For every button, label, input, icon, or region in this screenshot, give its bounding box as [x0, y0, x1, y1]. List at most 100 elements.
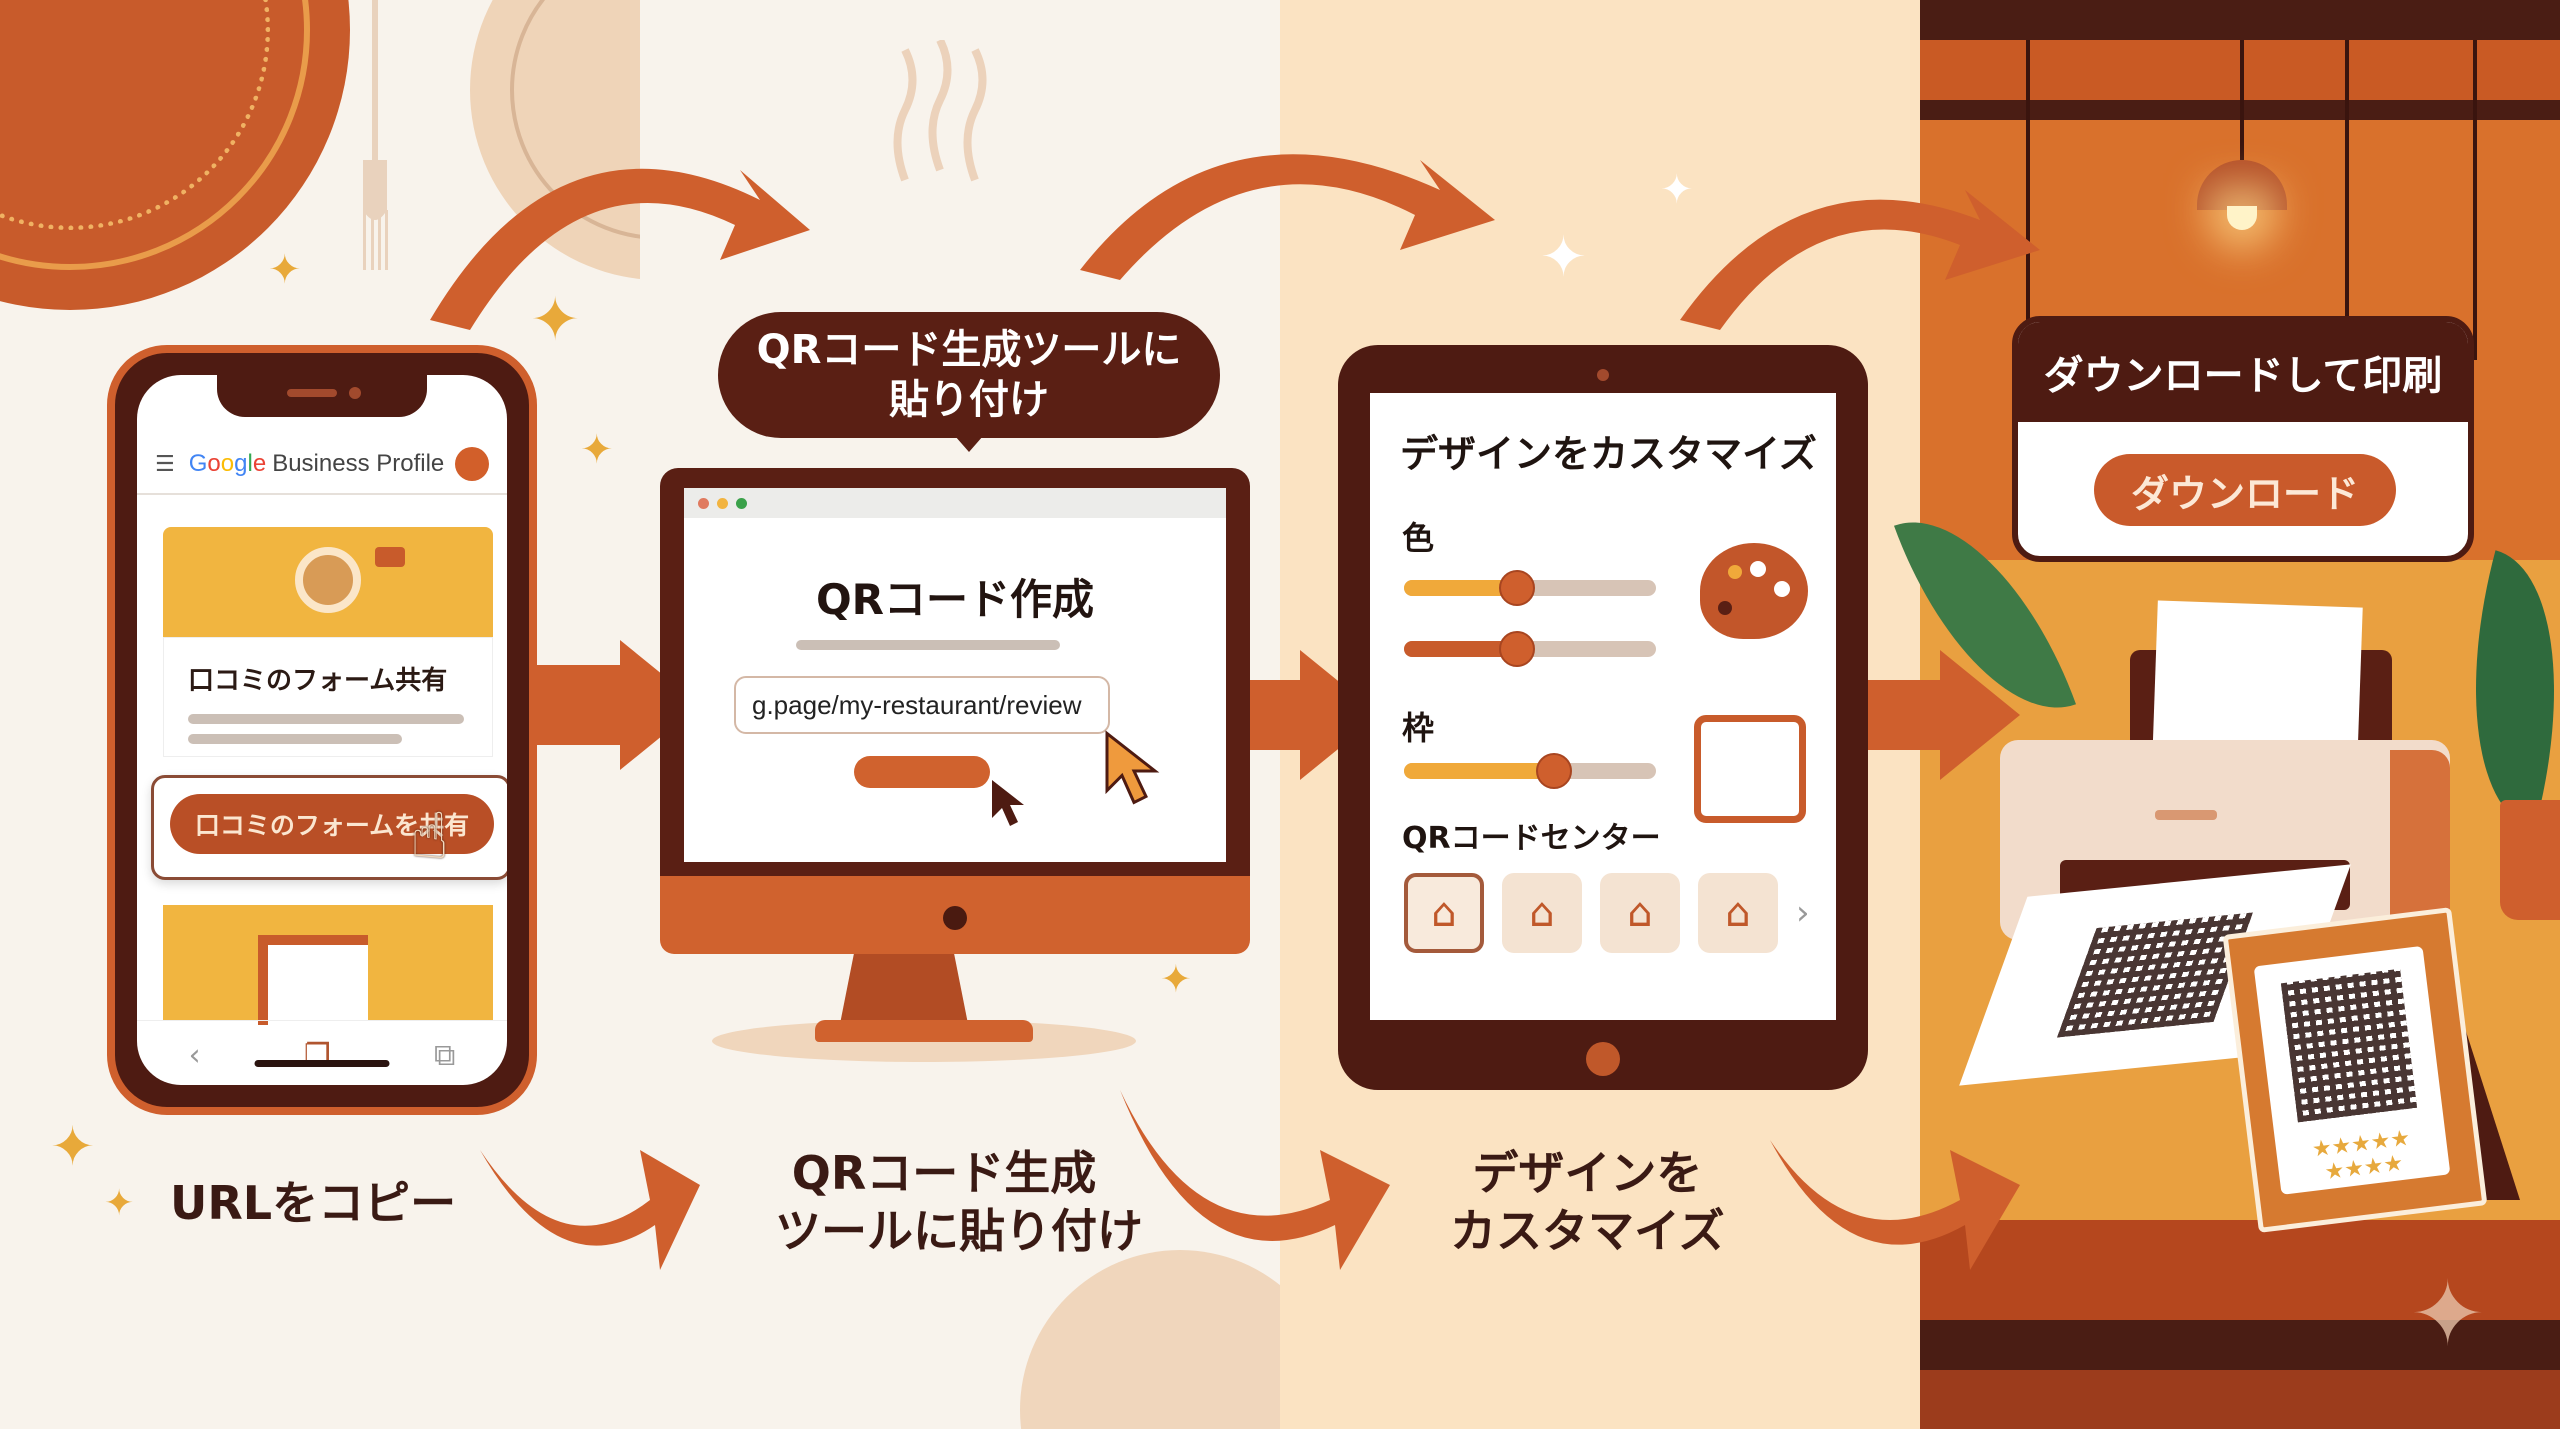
placeholder-line	[188, 714, 464, 724]
step3-label-line2: カスタマイズ	[1450, 1203, 1725, 1258]
tablet-device: デザインをカスタマイズ 色 枠 QRコードセンター ⌂ ⌂ ⌂ ⌂ ›	[1338, 345, 1868, 1090]
bubble-line2: 貼り付け	[889, 377, 1049, 423]
bubble-line1: QRコード生成ツールに	[756, 327, 1182, 373]
lamp-cord	[2026, 40, 2030, 360]
printer-indicator	[2155, 810, 2217, 820]
monitor-chin	[660, 876, 1250, 954]
slider-thumb[interactable]	[1536, 753, 1572, 789]
sparkle-icon: ✦	[530, 285, 581, 355]
card-title: 口コミのフォーム共有	[188, 666, 448, 696]
browser-window: QRコード作成 g.page/my-restaurant/review	[684, 488, 1226, 862]
windows-icon[interactable]: ⧉	[433, 1038, 456, 1073]
google-logo: Google	[188, 450, 267, 477]
customize-title: デザインをカスタマイズ	[1400, 432, 1817, 476]
placeholder-line	[796, 640, 1060, 650]
store-icon-1[interactable]: ⌂	[1404, 873, 1484, 953]
review-card: 口コミのフォーム共有	[163, 637, 493, 757]
qr-create-title: QRコード作成	[815, 575, 1095, 624]
download-button[interactable]: ダウンロード	[2094, 454, 2396, 526]
sparkle-icon: ✦	[50, 1115, 96, 1178]
tablet-screen: デザインをカスタマイズ 色 枠 QRコードセンター ⌂ ⌂ ⌂ ⌂ ›	[1370, 393, 1836, 1020]
curved-arrow-icon	[1680, 190, 2040, 330]
download-print-title: ダウンロードして印刷	[2018, 322, 2468, 422]
frame-preview	[1694, 715, 1806, 823]
curved-arrow-icon	[430, 168, 810, 330]
store-icon-4[interactable]: ⌂	[1698, 873, 1778, 953]
color-slider-1[interactable]	[1404, 570, 1656, 606]
step3-label: デザインを カスタマイズ	[1450, 1145, 1725, 1260]
monitor-logo-dot	[943, 906, 967, 930]
document-icon	[258, 935, 368, 1025]
center-icon-list: ⌂ ⌂ ⌂ ⌂ ›	[1404, 873, 1810, 953]
color-slider-2[interactable]	[1404, 631, 1656, 667]
plant-pot	[2500, 800, 2560, 920]
close-window-icon[interactable]	[698, 497, 709, 509]
step1-label: URLをコピー	[170, 1176, 457, 1230]
sparkle-icon: ✦	[1660, 167, 1694, 213]
maximize-window-icon[interactable]	[736, 497, 747, 509]
user-icon	[295, 547, 361, 613]
step2-label-line2: ツールに貼り付け	[775, 1203, 1143, 1258]
paste-bubble: QRコード生成ツールに 貼り付け	[718, 312, 1220, 438]
placeholder-line	[188, 734, 402, 744]
hand-pointer-icon: ☝	[410, 800, 449, 874]
cursor-icon	[1105, 730, 1160, 805]
step2-label: QRコード生成 ツールに貼り付け	[745, 1145, 1143, 1260]
slider-thumb[interactable]	[1499, 570, 1535, 606]
store-icon-3[interactable]: ⌂	[1600, 873, 1680, 953]
tablet-home-button[interactable]	[1586, 1042, 1620, 1076]
sparkle-icon: ✦	[1160, 957, 1192, 1001]
sparkle-icon: ✦	[580, 427, 614, 473]
avatar[interactable]	[455, 447, 489, 481]
app-title: Business Profile	[272, 450, 445, 477]
phone-nav-bar: ‹ ❐ ⧉	[137, 1020, 507, 1085]
form-illustration	[163, 905, 493, 1025]
monitor-base	[815, 1020, 1033, 1042]
back-icon[interactable]: ‹	[188, 1038, 201, 1073]
curved-arrow-icon	[480, 1150, 700, 1270]
lamp-cord	[2473, 40, 2477, 360]
frame-slider[interactable]	[1404, 753, 1656, 789]
share-popup: 口コミのフォームを共有	[151, 775, 507, 880]
sparkle-icon: ✦	[1540, 225, 1587, 290]
download-card: ダウンロードして印刷 ダウンロード	[2012, 316, 2474, 562]
curved-arrow-icon	[1080, 154, 1495, 280]
review-illustration	[163, 527, 493, 637]
sparkle-icon: ✦	[104, 1183, 135, 1224]
monitor-device: QRコード作成 g.page/my-restaurant/review	[660, 468, 1250, 876]
lamp-cord	[2345, 40, 2349, 360]
steam-icon	[893, 40, 987, 182]
star-rating: ★★★★★ ★★★★	[2285, 1124, 2440, 1190]
lamp-cord	[2240, 40, 2244, 160]
chat-bubble-icon	[375, 547, 405, 567]
url-input[interactable]: g.page/my-restaurant/review	[734, 676, 1110, 734]
generate-button[interactable]	[854, 756, 990, 788]
minimize-window-icon[interactable]	[717, 497, 728, 509]
table-card: ★★★★★ ★★★★	[2222, 907, 2488, 1233]
arrow-right-icon	[1840, 650, 2020, 780]
fork-icon	[363, 0, 388, 270]
arrow-right-icon	[520, 640, 700, 770]
chevron-right-icon[interactable]: ›	[1796, 893, 1810, 933]
share-review-form-button[interactable]: 口コミのフォームを共有	[170, 794, 494, 854]
phone-notch	[217, 375, 427, 417]
browser-titlebar	[684, 488, 1226, 518]
qr-code-icon	[2056, 912, 2254, 1038]
color-label: 色	[1402, 519, 1435, 557]
store-icon-2[interactable]: ⌂	[1502, 873, 1582, 953]
slider-thumb[interactable]	[1499, 631, 1535, 667]
hamburger-menu-icon[interactable]: ☰	[155, 451, 175, 477]
step2-label-line1: QRコード生成	[791, 1146, 1097, 1200]
sparkle-icon: ✦	[268, 247, 302, 293]
sparkle-icon: ✦	[2410, 1262, 2486, 1367]
curved-arrow-icon	[1120, 1090, 1390, 1270]
tabs-icon[interactable]: ❐	[303, 1038, 331, 1073]
step3-label-line1: デザインを	[1472, 1146, 1703, 1200]
qr-code-icon	[2280, 968, 2418, 1123]
home-indicator	[254, 1060, 390, 1067]
tablet-camera	[1597, 369, 1609, 381]
cursor-icon	[992, 780, 1024, 826]
frame-label: 枠	[1402, 709, 1435, 747]
table-card-face: ★★★★★ ★★★★	[2253, 945, 2451, 1195]
phone-screen: ☰ Google Business Profile 口コミのフォーム共有 口コミ…	[137, 375, 507, 1085]
